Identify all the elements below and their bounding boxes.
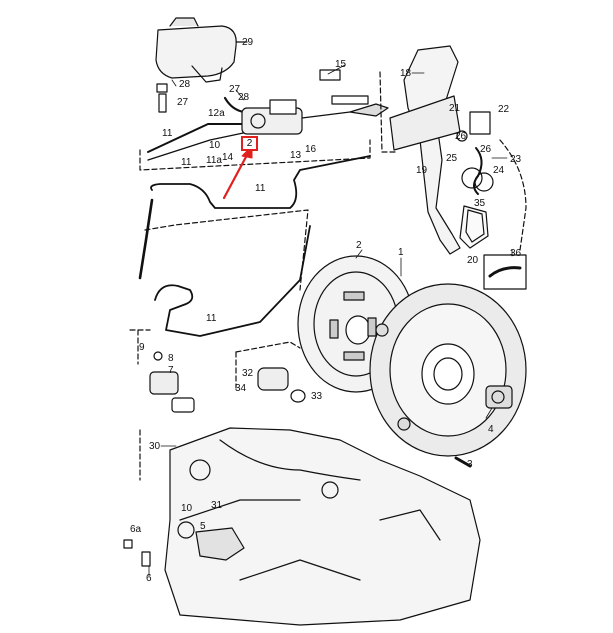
callout-6a[interactable]: 6a [130, 524, 142, 535]
red-arrow-shaft [222, 153, 249, 200]
callout-11[interactable]: 11 [181, 157, 192, 168]
callout-33[interactable]: 33 [311, 391, 323, 402]
release-bearing [485, 385, 513, 409]
callout-23[interactable]: 23 [510, 154, 522, 165]
callout-11[interactable]: 11 [162, 128, 173, 139]
callout-34[interactable]: 34 [235, 383, 247, 394]
callout-29[interactable]: 29 [242, 37, 254, 48]
fluid-reservoir [155, 17, 248, 83]
callout-36[interactable]: 36 [510, 248, 522, 259]
callout-22[interactable]: 22 [498, 104, 510, 115]
hydraulic-line [138, 123, 371, 337]
leader-lines [148, 64, 513, 577]
callout-6[interactable]: 6 [146, 573, 152, 584]
callout-1[interactable]: 1 [398, 247, 404, 258]
callout-24[interactable]: 24 [493, 165, 505, 176]
callout-10[interactable]: 10 [181, 503, 193, 514]
callout-9[interactable]: 9 [139, 342, 145, 353]
release-fork [123, 521, 245, 567]
callout-13[interactable]: 13 [290, 150, 302, 161]
gearbox-housing [139, 427, 481, 626]
callout-4[interactable]: 4 [488, 424, 494, 435]
callout-11a[interactable]: 11a [206, 155, 222, 166]
dashed-outline-left [144, 209, 309, 291]
callout-16[interactable]: 16 [305, 144, 317, 155]
callout-10[interactable]: 10 [209, 140, 221, 151]
callout-8[interactable]: 8 [168, 353, 174, 364]
callout-35[interactable]: 35 [474, 198, 486, 209]
part-36-box [483, 254, 527, 290]
callout-28[interactable]: 28 [179, 79, 191, 90]
pressure-plate [369, 283, 527, 457]
callout-2[interactable]: 2 [356, 240, 362, 251]
callout-26[interactable]: 26 [480, 144, 492, 155]
callout-27[interactable]: 27 [177, 97, 189, 108]
callout-14[interactable]: 14 [222, 152, 234, 163]
callout-25[interactable]: 25 [446, 153, 458, 164]
bolt [454, 456, 472, 468]
callout-27[interactable]: 27 [229, 84, 241, 95]
callout-15[interactable]: 15 [335, 59, 347, 70]
callout-28[interactable]: 28 [238, 92, 250, 103]
callout-20[interactable]: 20 [467, 255, 479, 266]
callout-3[interactable]: 3 [467, 459, 473, 470]
bleeder-assembly [129, 329, 195, 413]
callout-7[interactable]: 7 [168, 365, 174, 376]
callout-11[interactable]: 11 [206, 313, 217, 324]
callout-5[interactable]: 5 [200, 521, 206, 532]
callout-21[interactable]: 21 [449, 103, 461, 114]
callout-31[interactable]: 31 [211, 500, 223, 511]
callout-18[interactable]: 18 [400, 68, 412, 79]
callout-12a[interactable]: 12a [208, 108, 225, 119]
dashed-outline-top [139, 139, 371, 171]
callout-19[interactable]: 19 [416, 165, 428, 176]
highlighted-part-2[interactable]: 2 [241, 136, 258, 151]
slave-cylinder [235, 341, 306, 403]
callout-30[interactable]: 30 [149, 441, 161, 452]
callout-26[interactable]: 26 [455, 131, 467, 142]
master-cylinder [241, 69, 389, 135]
callout-32[interactable]: 32 [242, 368, 254, 379]
pedal-assembly [389, 45, 527, 255]
callout-11[interactable]: 11 [255, 183, 266, 194]
